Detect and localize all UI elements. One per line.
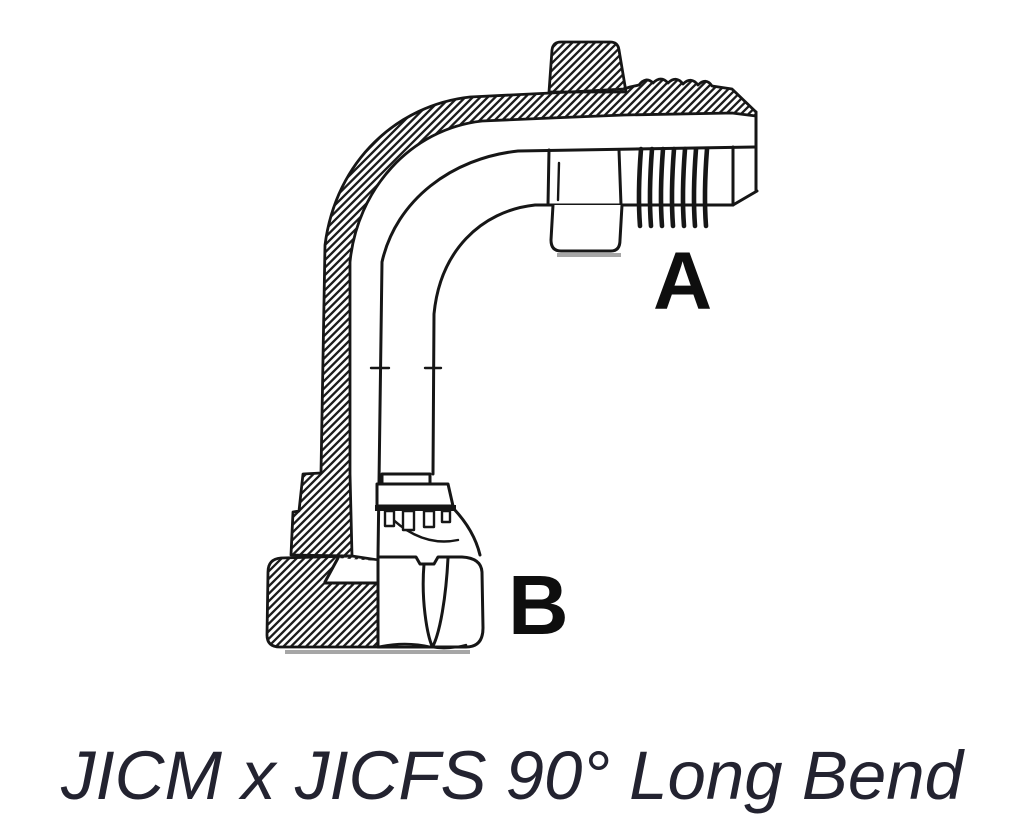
port-b-label: B: [508, 558, 569, 652]
tip-end-face: [731, 110, 759, 207]
hex-nut-face-line: [556, 161, 561, 202]
male-threads: [636, 146, 710, 229]
tube-highlight-line: [376, 145, 757, 558]
port-a-label: A: [653, 236, 712, 327]
tube-bottom-line: [431, 203, 735, 476]
elbow-outer-wall: [289, 77, 758, 558]
swivel-nut-hex: [376, 555, 485, 649]
collar-teeth: [383, 509, 452, 532]
swivel-nut-hex-corners: [421, 556, 450, 648]
figure-caption: JICM x JICFS 90° Long Bend: [61, 737, 963, 814]
hex-nut-upper: [546, 148, 623, 207]
male-jic-end-a: [546, 110, 759, 257]
hex-nut-lower: [549, 203, 624, 253]
collar-skirt-right: [451, 506, 482, 557]
hex-flat-top: [547, 40, 628, 94]
swivel-nut-gap-edges: [323, 556, 380, 585]
collar-flange: [375, 482, 455, 508]
female-swivel-end-b: [265, 472, 485, 654]
swivel-nut-gap: [325, 558, 378, 582]
swivel-nut-bottom-bevel: [376, 642, 468, 650]
elbow-body: [289, 40, 758, 558]
